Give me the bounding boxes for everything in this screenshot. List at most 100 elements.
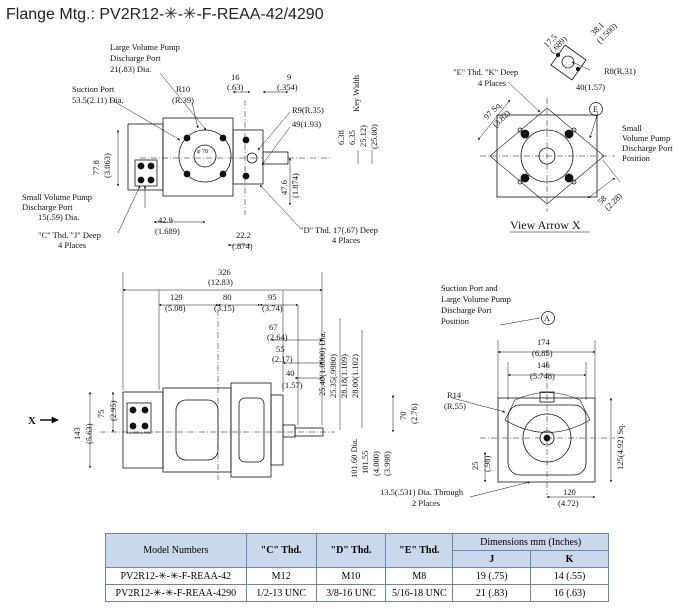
suction-port-label-1: Suction Port (72, 84, 115, 94)
dim476-label-2: (1.874) (290, 173, 300, 198)
dim55-label-2: (2.17) (272, 354, 293, 364)
arrow-view-labels: "E" Thd. "K" Deep 4 Places 17.5 (.689) 3… (453, 20, 673, 232)
end-view (451, 311, 615, 499)
small-port-block (134, 159, 158, 187)
dim80-label-1: 80 (223, 292, 232, 302)
page-title: Flange Mtg.: PV2R12-✳-✳-F-REAA-42/4290 (6, 6, 324, 23)
dim135-label-1: 13.5(.531) Dia. Through (380, 487, 464, 497)
dim778-label-2: (3.063) (102, 153, 112, 178)
side-view (40, 272, 395, 480)
header-model-numbers: Model Numbers (105, 533, 247, 568)
r14-label-1: R14 (447, 390, 462, 400)
dim129-label-1: 129 (170, 292, 183, 302)
discharge-port-circle (193, 144, 217, 168)
cell-model: PV2R12-✳-✳-F-REAA-42 (105, 567, 247, 585)
shaft-dim-3: 28.18(1.109) (339, 354, 349, 398)
cell-c-thd: 1/2-13 UNC (245, 584, 317, 602)
dim222-label-1: 22.2 (236, 230, 251, 240)
dim4000-label-1: (4.000) (371, 451, 381, 476)
key-width-label: Key Width (351, 74, 361, 112)
dim129-label-2: (5.08) (165, 303, 186, 313)
x-arrow-label: X (28, 415, 36, 427)
cell-d-thd: 3/8-16 UNC (315, 584, 387, 602)
dim174-label-1: 174 (537, 337, 551, 347)
header-c-thd: "C" Thd. (245, 533, 317, 568)
dim16-label-1: 16 (231, 72, 240, 82)
header-j: J (452, 550, 532, 568)
cell-e-thd: M8 (385, 567, 454, 585)
cell-model: PV2R12-✳-✳-F-REAA-4290 (105, 584, 247, 602)
top-view-labels: Large Volume Pump Discharge Port 21(.83)… (22, 42, 379, 251)
r9-label: R9(R.35) (292, 105, 324, 115)
small-port-position-4: Position (622, 153, 651, 163)
dim70-label-2: (2.76) (409, 403, 419, 424)
dim40-side-label-2: (1.57) (282, 380, 303, 390)
front-cover (127, 123, 164, 191)
dim95-label-1: 95 (268, 292, 277, 302)
c-thd-label-2: 4 Places (58, 240, 86, 250)
dim75-label-1: 75 (96, 410, 106, 419)
header-d-thd: "D" Thd. (315, 533, 387, 568)
dim55-label-1: 55 (276, 344, 285, 354)
end-view-labels: Suction Port and Large Volume Pump Disch… (380, 283, 625, 508)
end-outline (497, 397, 596, 483)
dim2512-label: 25.12) (358, 125, 368, 147)
r10-label-1: R10 (176, 84, 190, 94)
dim40-label: 40(1.57) (576, 82, 605, 92)
cell-k: 16 (.63) (530, 584, 609, 602)
dim80-label-2: (3.15) (214, 303, 235, 313)
side-port-block (126, 402, 152, 434)
dim778-label-1: 77.8 (91, 160, 101, 175)
arrow-view (477, 44, 621, 212)
pump-body (162, 117, 234, 197)
suction-position-label-4: Position (441, 316, 470, 326)
dim25-label-1: 25 (470, 462, 480, 471)
small-port-position-3: Discharge Port (622, 143, 673, 153)
small-port-position-2: Volume Pump (622, 133, 670, 143)
dim146-label-2: (5.748) (530, 371, 555, 381)
dim476-label-1: 47.6 (279, 180, 289, 195)
side-pilot (282, 424, 296, 438)
dim4000-label-2: (3.998) (382, 451, 392, 476)
dim635-label: 6.35 (347, 130, 357, 145)
shaft-dim-2: 25.35(.9980) (328, 354, 338, 398)
e-thd-label-1: "E" Thd. "K" Deep (453, 67, 518, 77)
dim16-label-2: (.63) (227, 82, 243, 92)
dim429-label-2: (1.689) (155, 226, 180, 236)
dim638-label: 6.38 (336, 130, 346, 145)
dim75-label-2: (2.95) (108, 400, 118, 421)
cell-j: 21 (.83) (452, 584, 532, 602)
dim67-label-2: (2.64) (267, 332, 288, 342)
r14-label-2: (R.55) (444, 401, 466, 411)
side-view-labels: 326 (12.83) 129 (5.08) 80 (3.15) 95 (3.7… (28, 267, 419, 478)
d-thd-label-1: "D" Thd. 17(.67) Deep (300, 225, 378, 235)
header-dimensions: Dimensions mm (Inches) (452, 533, 609, 551)
dim326-label-1: 326 (218, 267, 231, 277)
flange-circle-label: φ 78 (197, 149, 208, 155)
cell-k: 14 (.55) (530, 567, 609, 585)
r10-label-2: (R.39) (172, 95, 194, 105)
e-thd-label-2: 4 Places (478, 78, 506, 88)
dim135-label-2: 2 Places (412, 498, 440, 508)
dim10160-label-2: 101.55 (360, 451, 370, 474)
dim326-label-2: (12.83) (208, 277, 233, 287)
marker-a: A (544, 314, 550, 323)
header-k: K (530, 550, 609, 568)
dim120-label-1: 120 (563, 487, 576, 497)
small-port-label-3: 15(.59) Dia. (38, 212, 79, 222)
dim9-label-1: 9 (287, 72, 291, 82)
dim120-label-2: (4.72) (558, 498, 579, 508)
dim49-label: 49(1.93) (292, 119, 321, 129)
table-row: PV2R12-✳-✳-F-REAA-42 M12 M10 M8 19 (.75)… (105, 567, 609, 585)
cell-j: 19 (.75) (452, 567, 532, 585)
large-port-label-2: Discharge Port (110, 53, 161, 63)
dim174-label-2: (6.85) (532, 348, 553, 358)
dim40-side-label-1: 40 (286, 368, 295, 378)
small-port-label-2: Discharge Port (22, 202, 73, 212)
shaft-dim-4: 28.00(1.102) (350, 354, 360, 398)
cell-e-thd: 5/16-18 UNC (385, 584, 454, 602)
shaft-dim-1: 25.40(1.0000) Dia. (317, 331, 327, 396)
dim222-label-2: (.874) (232, 241, 253, 251)
header-e-thd: "E" Thd. (385, 533, 454, 568)
